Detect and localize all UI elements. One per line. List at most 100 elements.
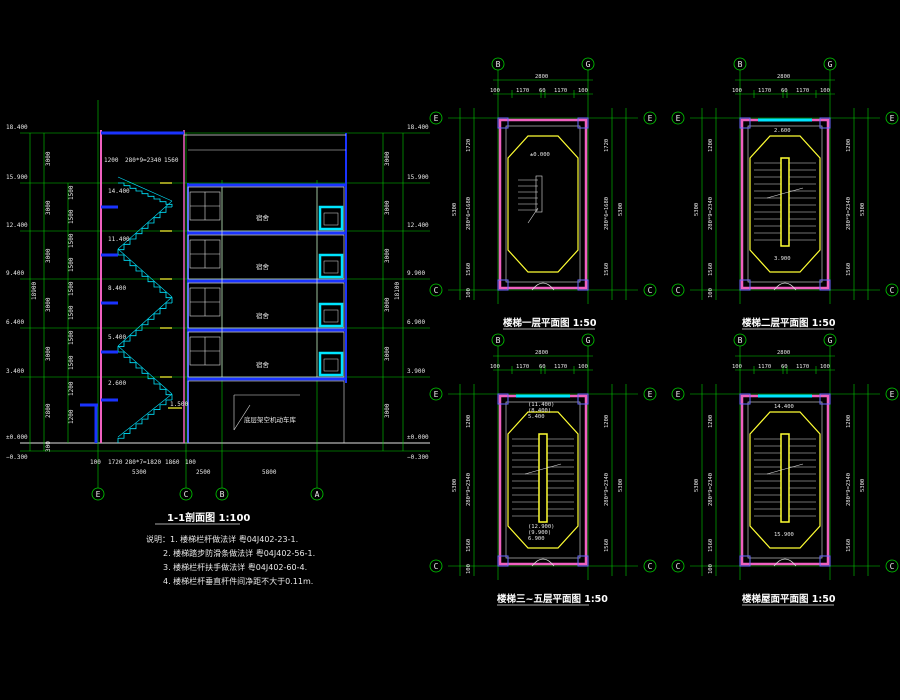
plan-left-dim: 100 — [466, 288, 472, 298]
stair-handrail — [117, 345, 173, 395]
plan-level-bottom: 15.900 — [774, 532, 794, 538]
plan-level-top: 2.600 — [774, 128, 791, 134]
plan-top-dim: 1170 — [554, 364, 567, 370]
flight-dim-3: 1500 — [68, 257, 75, 272]
plan-top-dim: 1170 — [516, 364, 529, 370]
plan-right-dim: 1560 — [846, 263, 852, 276]
plan-top-dim: 60 — [539, 364, 546, 370]
plan-left-dim: 1720 — [466, 139, 472, 152]
bottom-dim-1: 1720 — [108, 459, 123, 466]
handrail-outline — [507, 411, 579, 549]
plan-level-top: (8.400) — [528, 408, 551, 414]
axis-bubble-side: C — [676, 562, 681, 571]
bottom-dim-4: 100 — [185, 459, 196, 466]
plan-top-dim: 100 — [490, 88, 500, 94]
dim-right-0: 3000 — [384, 151, 391, 166]
plan-title: 楼梯一层平面图 1:50 — [503, 317, 597, 329]
plan-right-dim: 1720 — [604, 139, 610, 152]
plan-width: 2800 — [535, 74, 548, 80]
plan-right-dim: 1200 — [846, 139, 852, 152]
flight-dim-0: 1500 — [68, 185, 75, 200]
level-right-5: 3.900 — [407, 368, 425, 375]
plan-top-dim: 60 — [539, 88, 546, 94]
stair-flight — [117, 399, 172, 443]
flight-dim-1: 1500 — [68, 209, 75, 224]
flight-dim-11: 1200 — [68, 409, 75, 424]
plan-top-dim: 100 — [732, 364, 742, 370]
axis-bubble-side: C — [434, 286, 439, 295]
plan-left-dim: 1200 — [708, 415, 714, 428]
handrail-outline — [749, 411, 821, 549]
top-dim-1: 280*9=2340 — [125, 157, 162, 164]
plan-level-top: 5.400 — [528, 414, 545, 420]
plan-top-dim: 100 — [820, 364, 830, 370]
dim-right-2: 3000 — [384, 248, 391, 263]
stair-handrail — [117, 200, 173, 250]
level-left-4: 6.400 — [6, 319, 24, 326]
total-left: 18900 — [31, 282, 38, 300]
plan-right-dim: 1560 — [604, 263, 610, 276]
axis-bubble-top: G — [828, 60, 833, 69]
level-left-6: ±0.000 — [6, 434, 28, 441]
stair-handrail — [117, 296, 173, 347]
plan-left-dim: 100 — [708, 564, 714, 574]
plan-level-bottom: 3.900 — [774, 256, 791, 262]
note-line-1: 2. 楼梯踏步防滑条做法详 粤04J402-56-1. — [163, 549, 316, 558]
plan-left-dim: 280*6=1680 — [466, 197, 472, 230]
axis-A: A — [315, 490, 320, 499]
plan-width: 2800 — [777, 350, 790, 356]
level-right-4: 6.900 — [407, 319, 425, 326]
room-label-3: 宿舍 — [256, 311, 270, 320]
note-line-3: 4. 楼梯栏杆垂直杆件间净距不大于0.11m. — [163, 577, 314, 586]
plan-top-dim: 100 — [578, 364, 588, 370]
plan-right-dim: 5300 — [860, 479, 866, 492]
plan-total: 5300 — [452, 479, 458, 492]
level-right-3: 9.900 — [407, 270, 425, 277]
section-title: 1-1剖面图 1:100 — [167, 511, 250, 524]
plan-title: 楼梯二层平面图 1:50 — [742, 317, 836, 329]
level-right-1: 15.900 — [407, 174, 429, 181]
landing-3: 5.400 — [108, 334, 126, 341]
handrail-outline — [507, 135, 579, 273]
plan-left-dim: 280*9=2340 — [708, 473, 714, 506]
plan-right-dim: 280*9=2340 — [604, 473, 610, 506]
stair-flight — [118, 182, 173, 207]
plan-level-bottom: (12.900) — [528, 524, 555, 530]
flight-dim-6: 1500 — [68, 330, 75, 345]
dim-left-2: 3000 — [45, 248, 52, 263]
plan-total: 5300 — [694, 479, 700, 492]
plan-top-dim: 1170 — [796, 364, 809, 370]
plan-top-dim: 1170 — [758, 88, 771, 94]
plan-right-dim: 1200 — [604, 415, 610, 428]
plan-title: 楼梯三~五层平面图 1:50 — [497, 593, 608, 605]
plan-width: 2800 — [535, 350, 548, 356]
axis-bubble-side: E — [434, 114, 439, 123]
plan-right-dim: 1560 — [846, 539, 852, 552]
plan-level-top: 14.400 — [774, 404, 794, 410]
room-label-5: 宿舍 — [256, 213, 270, 222]
dim-left-0: 3000 — [45, 151, 52, 166]
note-line-0: 说明：1. 楼梯栏杆做法详 粤04J402-23-1. — [146, 535, 299, 544]
plan-top-dim: 100 — [732, 88, 742, 94]
plan-title: 楼梯屋面平面图 1:50 — [742, 593, 836, 605]
top-dim-0: 1200 — [104, 157, 119, 164]
garage-label: 底层架空机动车库 — [244, 415, 297, 424]
plan-top-dim: 100 — [820, 88, 830, 94]
plan-level-bottom: (9.900) — [528, 530, 551, 536]
plan-left-dim: 1200 — [466, 415, 472, 428]
dim-left-3: 3000 — [45, 297, 52, 312]
landing-1: 11.400 — [108, 236, 130, 243]
level-left-0: 18.400 — [6, 124, 28, 131]
level-left-3: 9.400 — [6, 270, 24, 277]
dim-left-4: 3000 — [45, 346, 52, 361]
axis-bubble-top: G — [586, 336, 591, 345]
plan-right-dim: 5300 — [860, 203, 866, 216]
plan-left-dim: 1560 — [708, 263, 714, 276]
landing-4: 2.600 — [108, 380, 126, 387]
dim-left-6: 300 — [45, 441, 52, 452]
stair-flight — [117, 302, 172, 352]
